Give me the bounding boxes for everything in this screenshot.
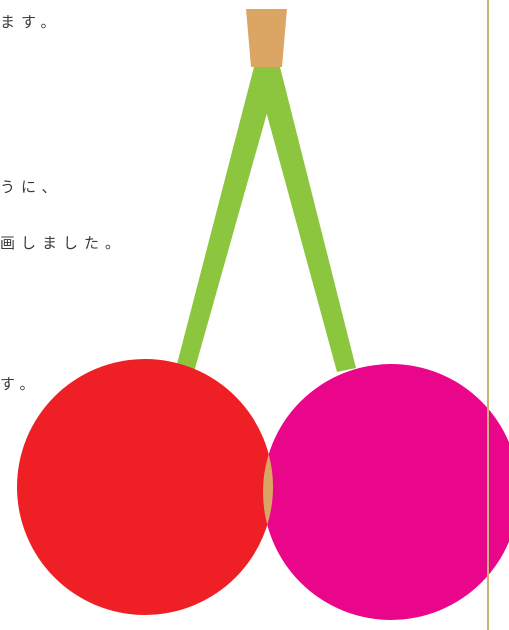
side-rule: [487, 0, 489, 630]
body-text-line-2: うに、: [0, 178, 63, 196]
right-cherry: [263, 364, 509, 620]
body-text-line-1: ます。: [0, 13, 62, 31]
left-cherry: [17, 359, 273, 615]
left-stem: [176, 67, 280, 372]
body-text-line-3: 画しました。: [0, 234, 127, 252]
cork-shape: [246, 9, 287, 67]
right-stem: [254, 67, 356, 372]
body-text-line-4: す。: [0, 375, 41, 393]
